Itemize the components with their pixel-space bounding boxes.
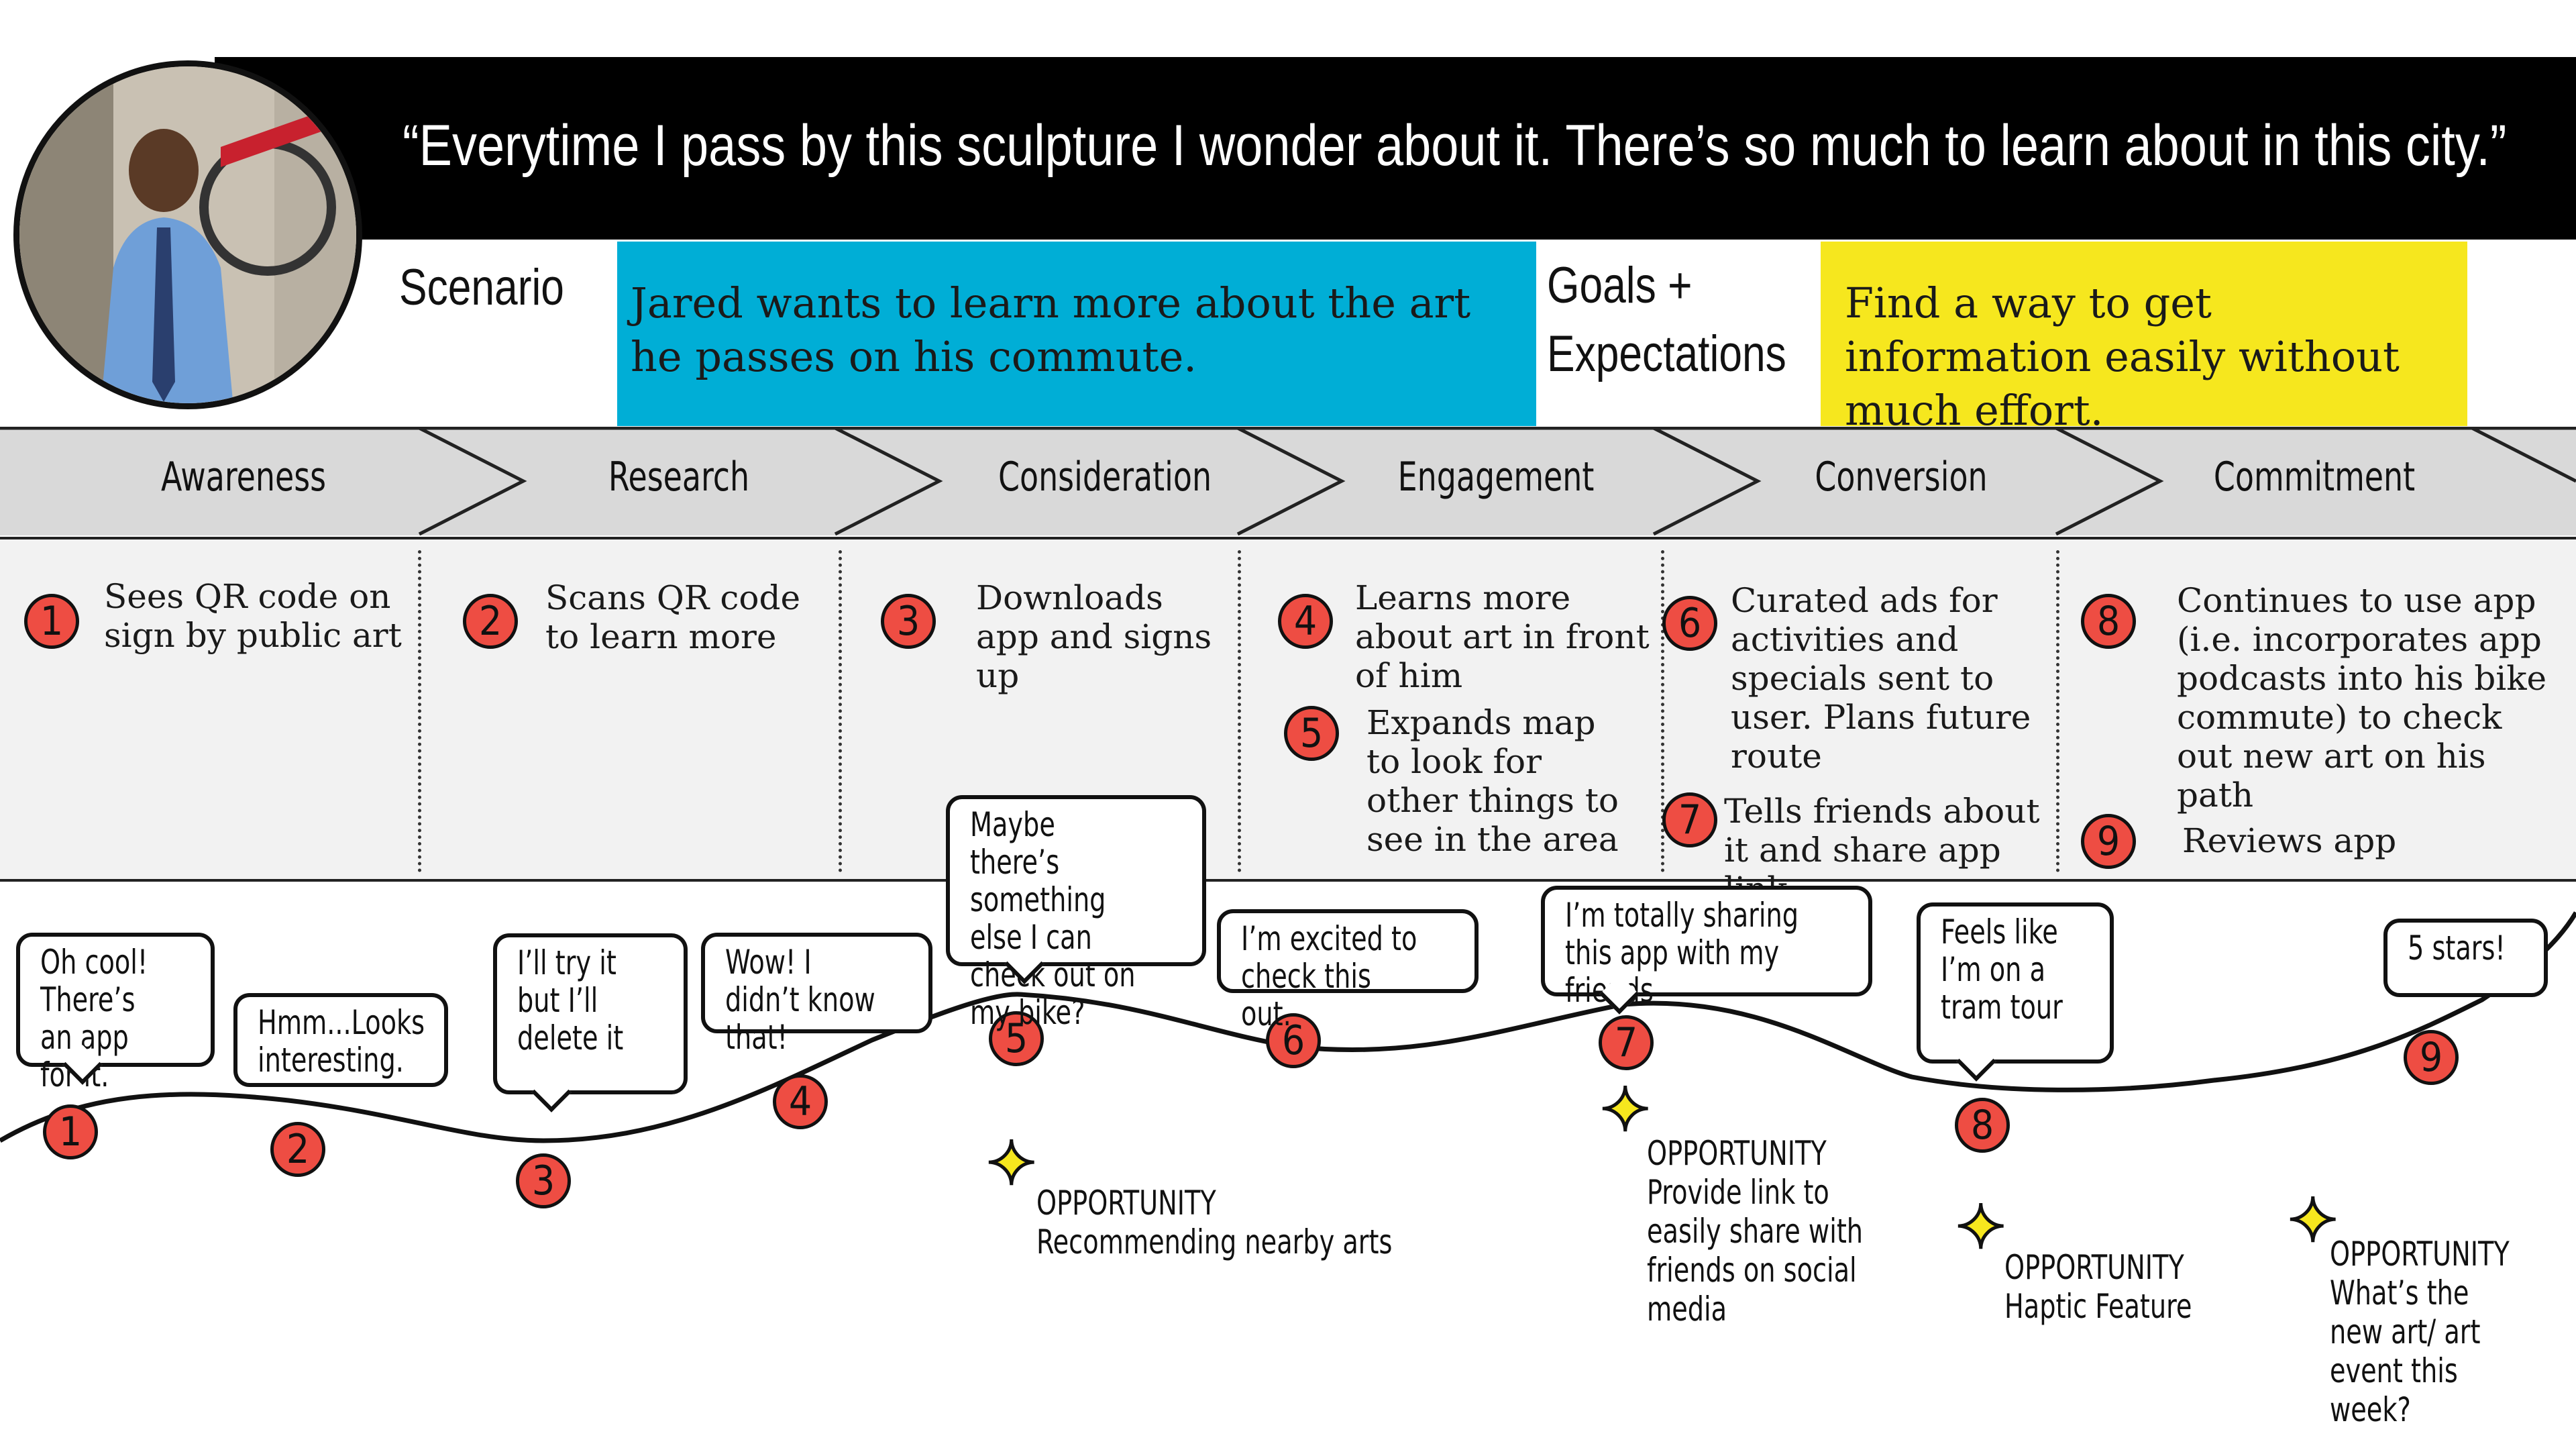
stage-divider (2056, 550, 2059, 872)
journey-point: 7 (1599, 1015, 1654, 1070)
stage-divider (1238, 550, 1241, 872)
stage-divider (1661, 550, 1664, 872)
step-text: Scans QR code to learn more (545, 578, 801, 656)
persona-photo (13, 60, 362, 409)
scenario-box (617, 242, 1536, 426)
step-text: Reviews app (2182, 821, 2397, 860)
step-text: Downloads app and signs up (976, 578, 1212, 695)
thought-bubble: I’m totally sharing this app with my fri… (1541, 886, 1872, 1015)
stage-engagement: Engagement (1397, 454, 1595, 501)
step-text: Learns more about art in front of him (1355, 578, 1650, 695)
step-text: Sees QR code on sign by public art (104, 577, 402, 655)
stage-band (0, 426, 2576, 536)
thought-bubble: Maybe there’s something else I can check… (946, 795, 1206, 1031)
stage-research: Research (608, 454, 750, 501)
journey-point: 6 (1266, 1013, 1321, 1068)
step-number: 1 (24, 594, 79, 649)
stage-consideration: Consideration (998, 454, 1212, 501)
sparkle-star-icon: ✦ (984, 1131, 1038, 1198)
goals-label: Goals + Expectations (1547, 257, 1786, 382)
persona-quote: “Everytime I pass by this sculpture I wo… (402, 113, 2507, 178)
journey-point: 5 (989, 1011, 1044, 1066)
thought-bubble: Oh cool! There’s an app for it. (16, 933, 215, 1094)
step-number: 3 (881, 594, 936, 649)
journey-point: 9 (2404, 1030, 2459, 1085)
stage-conversion: Conversion (1815, 454, 1988, 501)
step-number: 9 (2081, 814, 2136, 869)
stage-divider (839, 550, 842, 872)
steps-panel (0, 537, 2576, 882)
step-number: 8 (2081, 594, 2136, 649)
step-number: 5 (1284, 706, 1339, 761)
thought-bubble: Feels like I’m on a tram tour (1917, 902, 2114, 1082)
sparkle-star-icon: ✦ (1598, 1077, 1652, 1144)
thought-bubble: I’ll try it but I’ll delete it (493, 933, 688, 1112)
journey-point: 8 (1955, 1098, 2010, 1153)
goals-text: Find a way to get information easily wit… (1845, 278, 2400, 435)
opportunity-note: OPPORTUNITY What’s the new art/ art even… (2330, 1235, 2510, 1429)
thought-bubble: 5 stars! (2383, 919, 2548, 997)
thought-bubble: I’m excited to check this out. (1217, 909, 1479, 1033)
opportunity-note: OPPORTUNITY Recommending nearby arts (1036, 1184, 1393, 1261)
step-text: Continues to use app (i.e. incorporates … (2177, 581, 2547, 815)
step-number: 2 (463, 594, 518, 649)
stage-divider (418, 550, 421, 872)
thought-bubble: Hmm...Looks interesting. (233, 993, 448, 1087)
journey-point: 1 (43, 1104, 98, 1159)
journey-point: 2 (270, 1122, 325, 1177)
step-number: 7 (1662, 792, 1717, 847)
journey-point: 3 (516, 1153, 571, 1208)
opportunity-note: OPPORTUNITY Haptic Feature (2004, 1248, 2192, 1326)
opportunity-note: OPPORTUNITY Provide link to easily share… (1647, 1134, 1864, 1329)
quote-banner (215, 57, 2576, 240)
thought-bubble: Wow! I didn’t know that! (701, 933, 932, 1056)
step-number: 4 (1278, 594, 1333, 649)
stage-awareness: Awareness (160, 454, 327, 501)
step-text: Curated ads for activities and specials … (1731, 581, 2031, 776)
scenario-label: Scenario (399, 259, 564, 316)
goals-box (1821, 242, 2467, 426)
step-number: 6 (1662, 596, 1717, 651)
scenario-text: Jared wants to learn more about the art … (631, 278, 1471, 381)
sparkle-star-icon: ✦ (2286, 1188, 2339, 1255)
sparkle-star-icon: ✦ (1953, 1194, 2007, 1261)
step-text: Expands map to look for other things to … (1366, 703, 1619, 859)
stage-commitment: Commitment (2213, 454, 2416, 501)
journey-point: 4 (773, 1074, 828, 1129)
